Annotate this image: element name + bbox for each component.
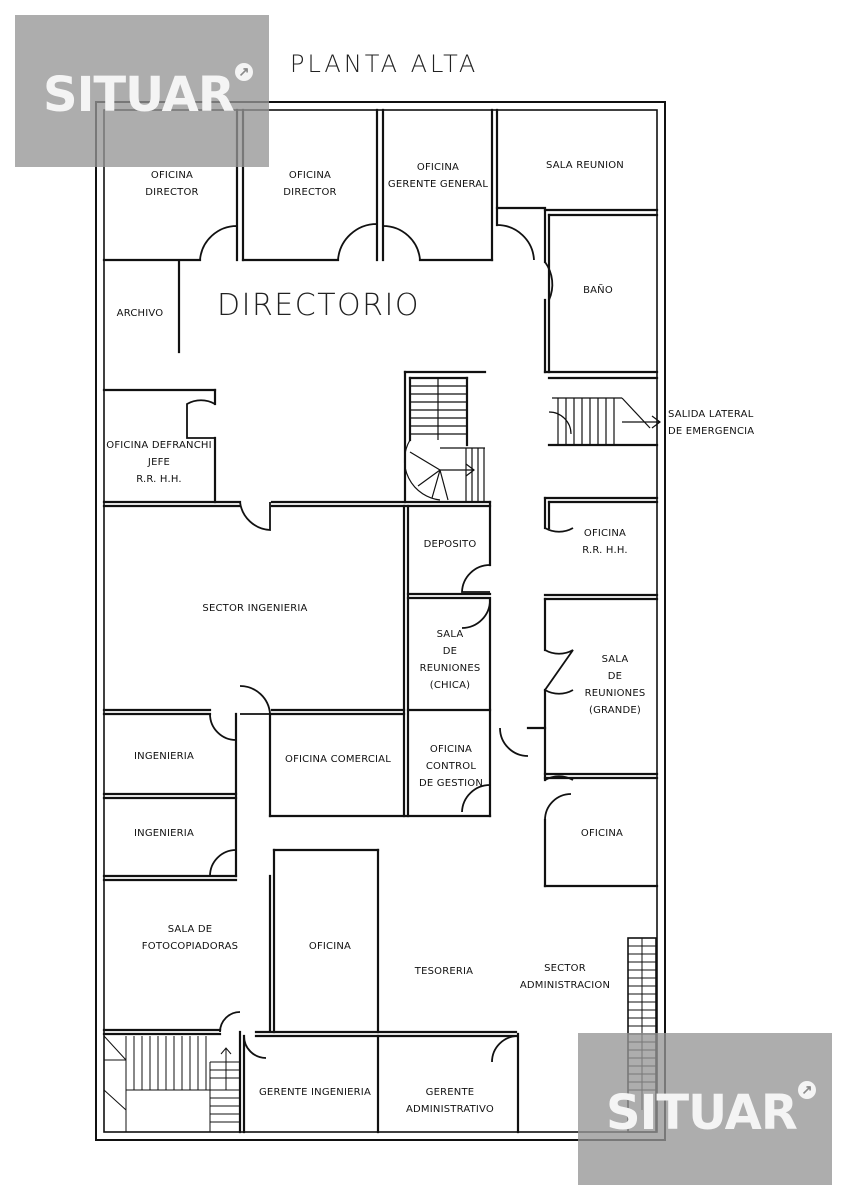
room-bano: BAÑO — [583, 285, 613, 296]
room-gerente-administrativo: GERENTE ADMINISTRATIVO — [405, 1087, 494, 1115]
room-archivo: ARCHIVO — [116, 308, 164, 319]
room-sala-reuniones-chica: SALA DE REUNIONES (CHICA) — [419, 629, 481, 691]
room-ingenieria-2: INGENIERIA — [134, 828, 194, 839]
room-deposito: DEPOSITO — [423, 539, 477, 550]
arrow-circle-icon: ↗ — [235, 63, 253, 81]
room-oficina-1: OFICINA — [580, 828, 624, 839]
plan-title: PLANTA ALTA — [290, 50, 479, 78]
room-sector-ingenieria: SECTOR INGENIERIA — [202, 603, 308, 614]
room-sala-reuniones-grande: SALA DE REUNIONES (GRANDE) — [584, 654, 646, 716]
room-sala-fotocopiadoras: SALA DE FOTOCOPIADORAS — [141, 924, 239, 952]
watermark-situar-bottom: SITUAR ↗ — [578, 1033, 832, 1185]
room-oficina-director-2: OFICINA DIRECTOR — [283, 170, 337, 198]
room-oficina-defranchi: OFICINA DEFRANCHI JEFE R.R. H.H. — [106, 440, 212, 485]
room-oficina-director-1: OFICINA DIRECTOR — [145, 170, 199, 198]
watermark-situar-top: SITUAR ↗ — [15, 15, 269, 167]
label-salida-emergencia: SALIDA LATERAL DE EMERGENCIA — [668, 409, 755, 437]
room-oficina-rrhh: OFICINA R.R. H.H. — [582, 528, 628, 556]
room-oficina-control-gestion: OFICINA CONTROL DE GESTION — [418, 744, 484, 789]
zone-label-directorio: DIRECTORIO — [217, 288, 420, 323]
watermark-logo-text: SITUAR — [43, 67, 235, 123]
room-oficina-gerente-general: OFICINA GERENTE GENERAL — [387, 162, 489, 190]
room-oficina-comercial: OFICINA COMERCIAL — [285, 754, 391, 765]
watermark-logo-text: SITUAR — [606, 1085, 798, 1141]
room-sala-reunion: SALA REUNION — [546, 160, 624, 171]
room-gerente-ingenieria: GERENTE INGENIERIA — [258, 1087, 371, 1098]
arrow-circle-icon: ↗ — [798, 1081, 816, 1099]
room-sector-administracion: SECTOR ADMINISTRACION — [519, 963, 611, 991]
room-oficina-2: OFICINA — [308, 941, 352, 952]
room-tesoreria: TESORERIA — [414, 966, 474, 977]
room-ingenieria-1: INGENIERIA — [134, 751, 194, 762]
